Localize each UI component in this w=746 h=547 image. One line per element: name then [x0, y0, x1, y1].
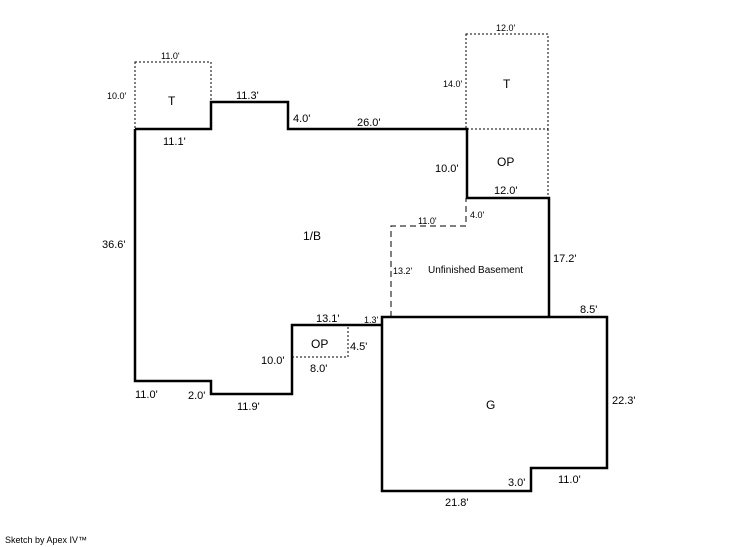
dim-label: 11.0' — [135, 389, 158, 401]
dim-label: 4.0' — [470, 210, 485, 220]
porch-small-outline — [292, 325, 349, 358]
dim-label: 4.0' — [293, 113, 310, 125]
dim-label: 10.0' — [261, 355, 285, 367]
dim-label: 13.2' — [393, 266, 413, 276]
dim-label: 11.0' — [558, 474, 581, 486]
main-outline — [135, 100, 551, 317]
deck-left-outline — [134, 61, 212, 130]
room-deck-left: T — [168, 94, 176, 108]
room-basement: Unfinished Basement — [428, 265, 523, 276]
dim-label: 22.3' — [612, 395, 636, 407]
dim-label: 8.0' — [310, 363, 327, 375]
dim-label: 11.0' — [161, 51, 180, 61]
dim-label: 13.1' — [316, 313, 340, 325]
dim-label: 36.6' — [102, 239, 126, 251]
dim-label: 10.0' — [435, 163, 459, 175]
dim-label: 2.0' — [188, 390, 205, 402]
room-garage: G — [486, 398, 495, 412]
dim-label: 11.0' — [418, 216, 437, 226]
garage-outline — [380, 315, 609, 493]
dim-label: 3.0' — [508, 477, 525, 489]
dim-label: 12.0' — [496, 23, 516, 33]
footer-credit: Sketch by Apex IV™ — [5, 535, 87, 545]
dim-label: 21.8' — [445, 497, 469, 509]
room-main: 1/B — [303, 229, 321, 243]
room-deck-right: T — [503, 77, 511, 91]
dim-label: 11.9' — [237, 401, 260, 413]
dim-label: 4.5' — [350, 341, 367, 353]
dim-label: 17.2' — [553, 253, 577, 265]
main-lower-outline — [133, 129, 382, 396]
dim-label: 26.0' — [357, 117, 381, 129]
dim-label: 12.0' — [494, 185, 518, 197]
room-porch-small: OP — [311, 337, 328, 351]
dim-label: 1.3' — [364, 315, 379, 325]
dim-label: 11.3' — [236, 90, 259, 102]
dim-label: 14.0' — [443, 79, 463, 89]
room-porch-right: OP — [497, 155, 514, 169]
dim-label: 8.5' — [580, 304, 597, 316]
dim-label: 11.1' — [163, 136, 186, 148]
deck-right-outline — [465, 33, 549, 130]
dim-label: 10.0' — [107, 91, 127, 101]
basement-outline — [390, 198, 467, 317]
